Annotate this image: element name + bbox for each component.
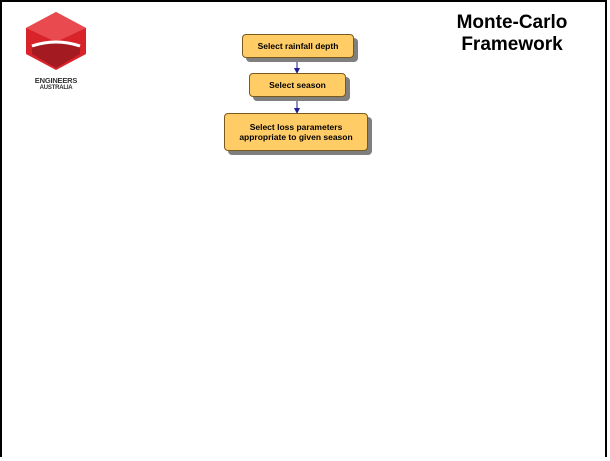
flow-step-label: Select rainfall depth [257, 41, 339, 51]
flow-step-label-line2: appropriate to given season [239, 132, 353, 142]
flow-step-label-line1: Select loss parameters [249, 122, 343, 132]
flow-step-select-season: Select season [249, 73, 346, 97]
flow-step-select-loss-parameters: Select loss parameters appropriate to gi… [224, 113, 368, 151]
logo-text-line2: AUSTRALIA [39, 85, 73, 91]
logo-emblem-icon [26, 12, 86, 70]
engineers-australia-logo: ENGINEERS AUSTRALIA [16, 10, 96, 100]
flow-step-label: Select season [269, 80, 326, 90]
flow-step-select-rainfall-depth: Select rainfall depth [242, 34, 354, 58]
slide-title: Monte-Carlo Framework [422, 12, 602, 56]
slide-title-line2: Framework [461, 34, 563, 55]
logo-text-line1: ENGINEERS [34, 76, 78, 85]
slide-title-line1: Monte-Carlo [456, 12, 568, 33]
